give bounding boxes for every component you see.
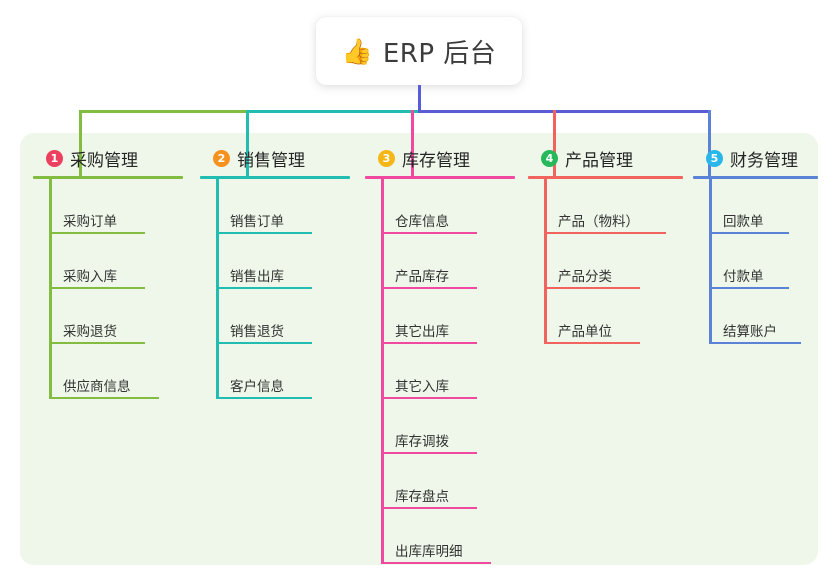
root-node-title: ERP 后台 (382, 38, 497, 69)
column-spine-4 (544, 176, 547, 344)
column-rule-2 (200, 176, 350, 179)
column-badge-5: 5 (706, 149, 723, 167)
column-badge-2: 2 (213, 149, 230, 167)
leaf-item-label[interactable]: 仓库信息 (395, 214, 449, 230)
leaf-rule (49, 342, 145, 344)
leaf-rule (49, 232, 145, 234)
leaf-item-label[interactable]: 采购订单 (63, 214, 117, 230)
column-spine-5 (709, 176, 712, 344)
leaf-item-label[interactable]: 销售退货 (230, 324, 284, 340)
leaf-rule (381, 562, 491, 564)
branch-drop-3 (411, 110, 414, 176)
leaf-rule (216, 397, 312, 399)
leaf-rule (381, 232, 477, 234)
column-3: 3 库存管理 (365, 145, 515, 179)
branch-drop-2 (246, 110, 249, 176)
column-rule-3 (365, 176, 515, 179)
branch-bar-1 (79, 110, 248, 113)
column-spine-3 (381, 176, 384, 564)
root-stem (418, 85, 421, 113)
leaf-rule (216, 287, 312, 289)
column-5: 5 财务管理 (693, 145, 818, 179)
leaf-item-label[interactable]: 供应商信息 (63, 379, 131, 395)
leaf-item-label[interactable]: 产品库存 (395, 269, 449, 285)
leaf-rule (216, 342, 312, 344)
leaf-rule (709, 342, 801, 344)
leaf-item-label[interactable]: 其它出库 (395, 324, 449, 340)
column-2: 2 销售管理 (200, 145, 350, 179)
leaf-rule (544, 342, 640, 344)
leaf-item-label[interactable]: 库存盘点 (395, 489, 449, 505)
leaf-rule (709, 287, 789, 289)
leaf-item-label[interactable]: 结算账户 (723, 324, 777, 340)
leaf-rule (544, 232, 666, 234)
leaf-rule (49, 287, 145, 289)
column-rule-4 (528, 176, 683, 179)
column-title-1: 采购管理 (70, 150, 138, 171)
leaf-item-label[interactable]: 其它入库 (395, 379, 449, 395)
column-badge-4: 4 (541, 149, 558, 167)
column-rule-1 (33, 176, 183, 179)
leaf-item-label[interactable]: 库存调拨 (395, 434, 449, 450)
leaf-item-label[interactable]: 产品分类 (558, 269, 612, 285)
column-title-4: 产品管理 (565, 150, 633, 171)
column-title-5: 财务管理 (730, 150, 798, 171)
leaf-item-label[interactable]: 销售出库 (230, 269, 284, 285)
diagram-panel (20, 133, 818, 565)
leaf-item-label[interactable]: 产品单位 (558, 324, 612, 340)
column-badge-3: 3 (378, 149, 395, 167)
branch-drop-4 (553, 110, 556, 176)
column-header-4[interactable]: 4 产品管理 (528, 145, 683, 171)
branch-bar-right (418, 110, 711, 113)
leaf-rule (709, 232, 789, 234)
column-header-2[interactable]: 2 销售管理 (200, 145, 350, 171)
column-4: 4 产品管理 (528, 145, 683, 179)
column-1: 1 采购管理 (33, 145, 183, 179)
leaf-rule (381, 507, 477, 509)
leaf-item-label[interactable]: 出库库明细 (395, 544, 463, 560)
leaf-rule (216, 232, 312, 234)
leaf-item-label[interactable]: 回款单 (723, 214, 764, 230)
leaf-rule (381, 397, 477, 399)
thumbs-up-icon: 👍 (341, 36, 373, 66)
leaf-item-label[interactable]: 付款单 (723, 269, 764, 285)
leaf-rule (381, 287, 477, 289)
branch-bar-2 (246, 110, 420, 113)
column-title-2: 销售管理 (237, 150, 305, 171)
column-header-1[interactable]: 1 采购管理 (33, 145, 183, 171)
column-title-3: 库存管理 (402, 150, 470, 171)
leaf-rule (544, 287, 640, 289)
leaf-rule (381, 452, 477, 454)
leaf-rule (49, 397, 159, 399)
leaf-item-label[interactable]: 采购退货 (63, 324, 117, 340)
column-rule-5 (693, 176, 818, 179)
root-node-card[interactable]: 👍 ERP 后台 (316, 17, 522, 85)
column-badge-1: 1 (46, 149, 63, 167)
leaf-rule (381, 342, 477, 344)
leaf-item-label[interactable]: 采购入库 (63, 269, 117, 285)
root-node-content: 👍 ERP 后台 (342, 33, 497, 70)
branch-drop-5 (708, 110, 711, 176)
column-header-5[interactable]: 5 财务管理 (693, 145, 818, 171)
column-header-3[interactable]: 3 库存管理 (365, 145, 515, 171)
leaf-item-label[interactable]: 客户信息 (230, 379, 284, 395)
leaf-item-label[interactable]: 销售订单 (230, 214, 284, 230)
leaf-item-label[interactable]: 产品（物料） (558, 214, 639, 230)
branch-drop-1 (79, 110, 82, 176)
